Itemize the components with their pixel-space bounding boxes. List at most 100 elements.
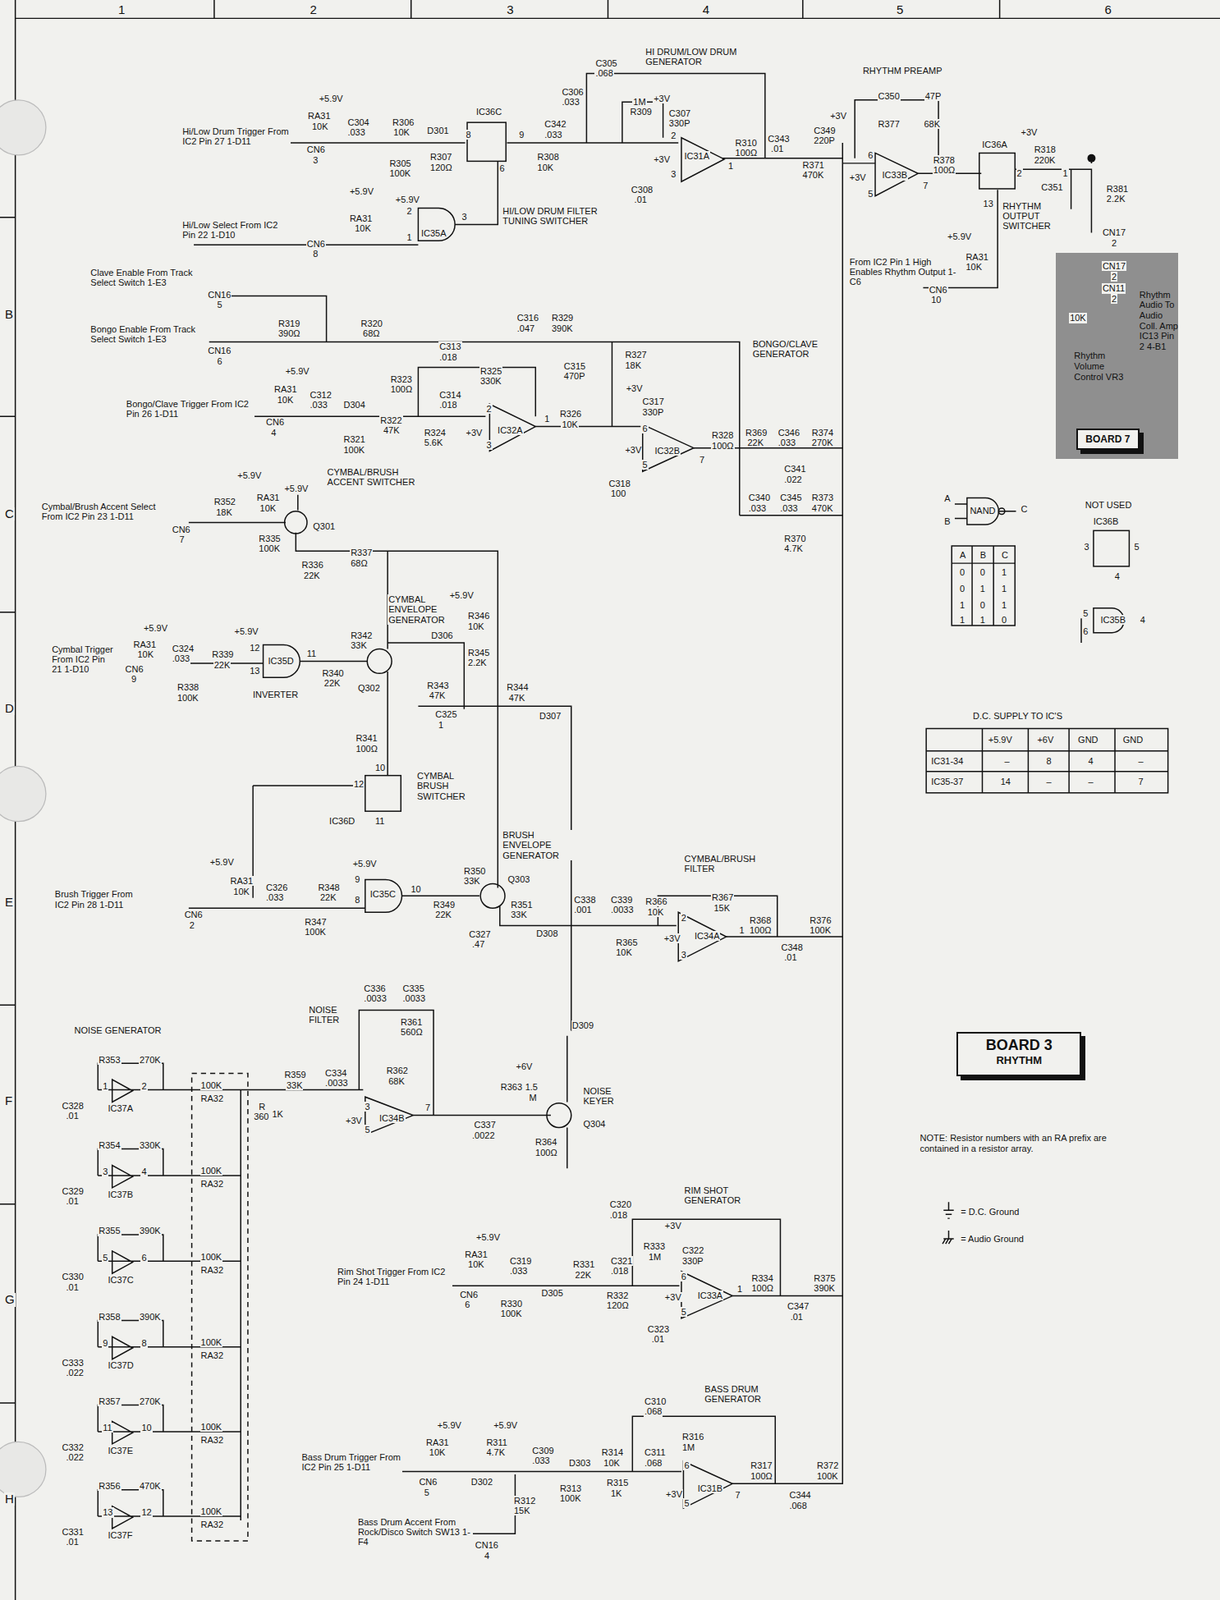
schematic-label: IC37A xyxy=(106,1103,134,1114)
schematic-label: 10K xyxy=(136,649,155,660)
schematic-label: 100K xyxy=(200,1252,224,1262)
schematic-label: IC35C xyxy=(369,889,397,899)
schematic-label: .033 xyxy=(265,892,285,903)
schematic-label: RA31 xyxy=(348,213,374,224)
schematic-label: 33K xyxy=(285,1080,304,1091)
schematic-label: R325 xyxy=(479,366,503,377)
schematic-label: 1.5 xyxy=(524,1082,539,1092)
schematic-label: RA31 xyxy=(307,110,332,121)
schematic-label: R321 xyxy=(342,434,366,445)
schematic-label: .018 xyxy=(609,1210,629,1220)
schematic-label: RA31 xyxy=(256,492,281,503)
schematic-label: 1 xyxy=(101,1081,109,1092)
schematic-label: R342 xyxy=(349,630,373,641)
schematic-label: C322 xyxy=(681,1245,705,1256)
schematic-label: NAND xyxy=(968,505,996,516)
schematic-label: RA31 xyxy=(229,876,255,886)
schematic-label: NOISE KEYER xyxy=(582,1086,630,1106)
schematic-label: R349 xyxy=(432,899,456,910)
schematic-label: RA31 xyxy=(964,252,990,262)
schematic-label: R327 xyxy=(623,349,647,360)
schematic-label: .01 xyxy=(651,1334,666,1344)
schematic-label: 10K xyxy=(311,121,330,132)
schematic-label: 68K xyxy=(387,1076,406,1087)
schematic-label: 1 xyxy=(738,925,746,936)
schematic-label: 470K xyxy=(138,1481,162,1491)
schematic-label: C326 xyxy=(265,882,289,893)
schematic-label: R376 xyxy=(808,915,832,926)
schematic-label: 4 xyxy=(1139,614,1147,625)
schematic-label: 22K xyxy=(213,660,232,670)
schematic-label: 1M xyxy=(681,1442,696,1453)
schematic-label: +3V xyxy=(652,154,671,165)
schematic-label: 4 xyxy=(140,1166,147,1177)
schematic-label: R367 xyxy=(710,892,734,903)
schematic-label: 330K xyxy=(138,1140,162,1151)
schematic-label: Q301 xyxy=(311,521,336,532)
schematic-label: R340 xyxy=(321,668,344,679)
schematic-label: 7 xyxy=(178,534,185,545)
schematic-label: From IC2 Pin 1 High Enables Rhythm Outpu… xyxy=(848,256,961,287)
schematic-label: .01 xyxy=(65,1536,80,1547)
schematic-label: 100K xyxy=(499,1308,523,1319)
schematic-label: IC37D xyxy=(106,1360,134,1371)
grid-reference: G xyxy=(4,1293,16,1308)
schematic-label: .018 xyxy=(438,352,458,363)
schematic-label: .47 xyxy=(471,939,486,950)
schematic-label: 100Ω xyxy=(749,1471,774,1482)
schematic-label: 18K xyxy=(623,360,643,371)
schematic-label: 1 xyxy=(979,614,987,625)
schematic-label: 100 xyxy=(610,488,627,499)
schematic-label: 100Ω xyxy=(734,147,759,158)
schematic-label: 2 xyxy=(140,1081,147,1092)
schematic-label: 14 xyxy=(999,776,1012,787)
schematic-label: 22K xyxy=(747,437,766,448)
schematic-label: +3V xyxy=(344,1115,363,1126)
schematic-label: D308 xyxy=(535,928,559,939)
schematic-label: RHYTHM OUTPUT SWITCHER xyxy=(1001,201,1070,231)
schematic-label: R339 xyxy=(210,649,234,660)
schematic-label: .022 xyxy=(65,1367,85,1378)
board-label-box: BOARD 7 xyxy=(1076,428,1140,450)
schematic-label: 15K xyxy=(713,903,732,913)
schematic-label: C306 xyxy=(560,87,584,97)
schematic-label: 47P xyxy=(924,91,943,101)
schematic-label: 330K xyxy=(479,376,503,386)
schematic-label: 68Ω xyxy=(349,558,368,569)
schematic-label: 270K xyxy=(138,1396,162,1407)
grid-reference: 1 xyxy=(117,3,126,18)
schematic-label: 8 xyxy=(311,248,319,259)
schematic-label: IC35A xyxy=(420,228,448,239)
schematic-label: R326 xyxy=(559,408,583,419)
schematic-label: 10K xyxy=(467,1259,486,1270)
schematic-label: 1 xyxy=(958,600,966,610)
schematic-label: 2.2K xyxy=(467,657,488,668)
schematic-label: .068 xyxy=(594,68,614,78)
schematic-label: C314 xyxy=(438,389,462,400)
schematic-label: 5 xyxy=(680,1307,688,1317)
schematic-label: C337 xyxy=(473,1119,497,1130)
schematic-label: R337 xyxy=(349,547,373,558)
schematic-label: GND xyxy=(1077,734,1099,745)
schematic-label: C340 xyxy=(747,492,771,503)
schematic-label: IC33B xyxy=(881,169,909,180)
schematic-label: D306 xyxy=(430,630,454,641)
schematic-label: R324 xyxy=(423,427,447,438)
schematic-label: 13 xyxy=(248,665,261,676)
schematic-label: R309 xyxy=(629,106,653,117)
schematic-label: R320 xyxy=(360,318,384,329)
schematic-label: 5 xyxy=(683,1498,690,1509)
schematic-label: RA31 xyxy=(425,1437,450,1448)
schematic-label: NOT USED xyxy=(1084,499,1133,510)
schematic-label: R331 xyxy=(572,1259,596,1270)
schematic-label: 9 xyxy=(130,674,138,684)
schematic-label: 5 xyxy=(364,1124,372,1135)
schematic-label: +5.9V xyxy=(318,93,344,104)
schematic-label: CN6 xyxy=(124,664,145,675)
grid-reference: E xyxy=(4,895,14,910)
schematic-label: IC36C xyxy=(475,106,503,117)
schematic-label: R344 xyxy=(505,682,529,693)
schematic-label: .033 xyxy=(747,503,767,514)
schematic-label: IC35B xyxy=(1099,614,1127,625)
schematic-label: 12 xyxy=(140,1507,152,1518)
